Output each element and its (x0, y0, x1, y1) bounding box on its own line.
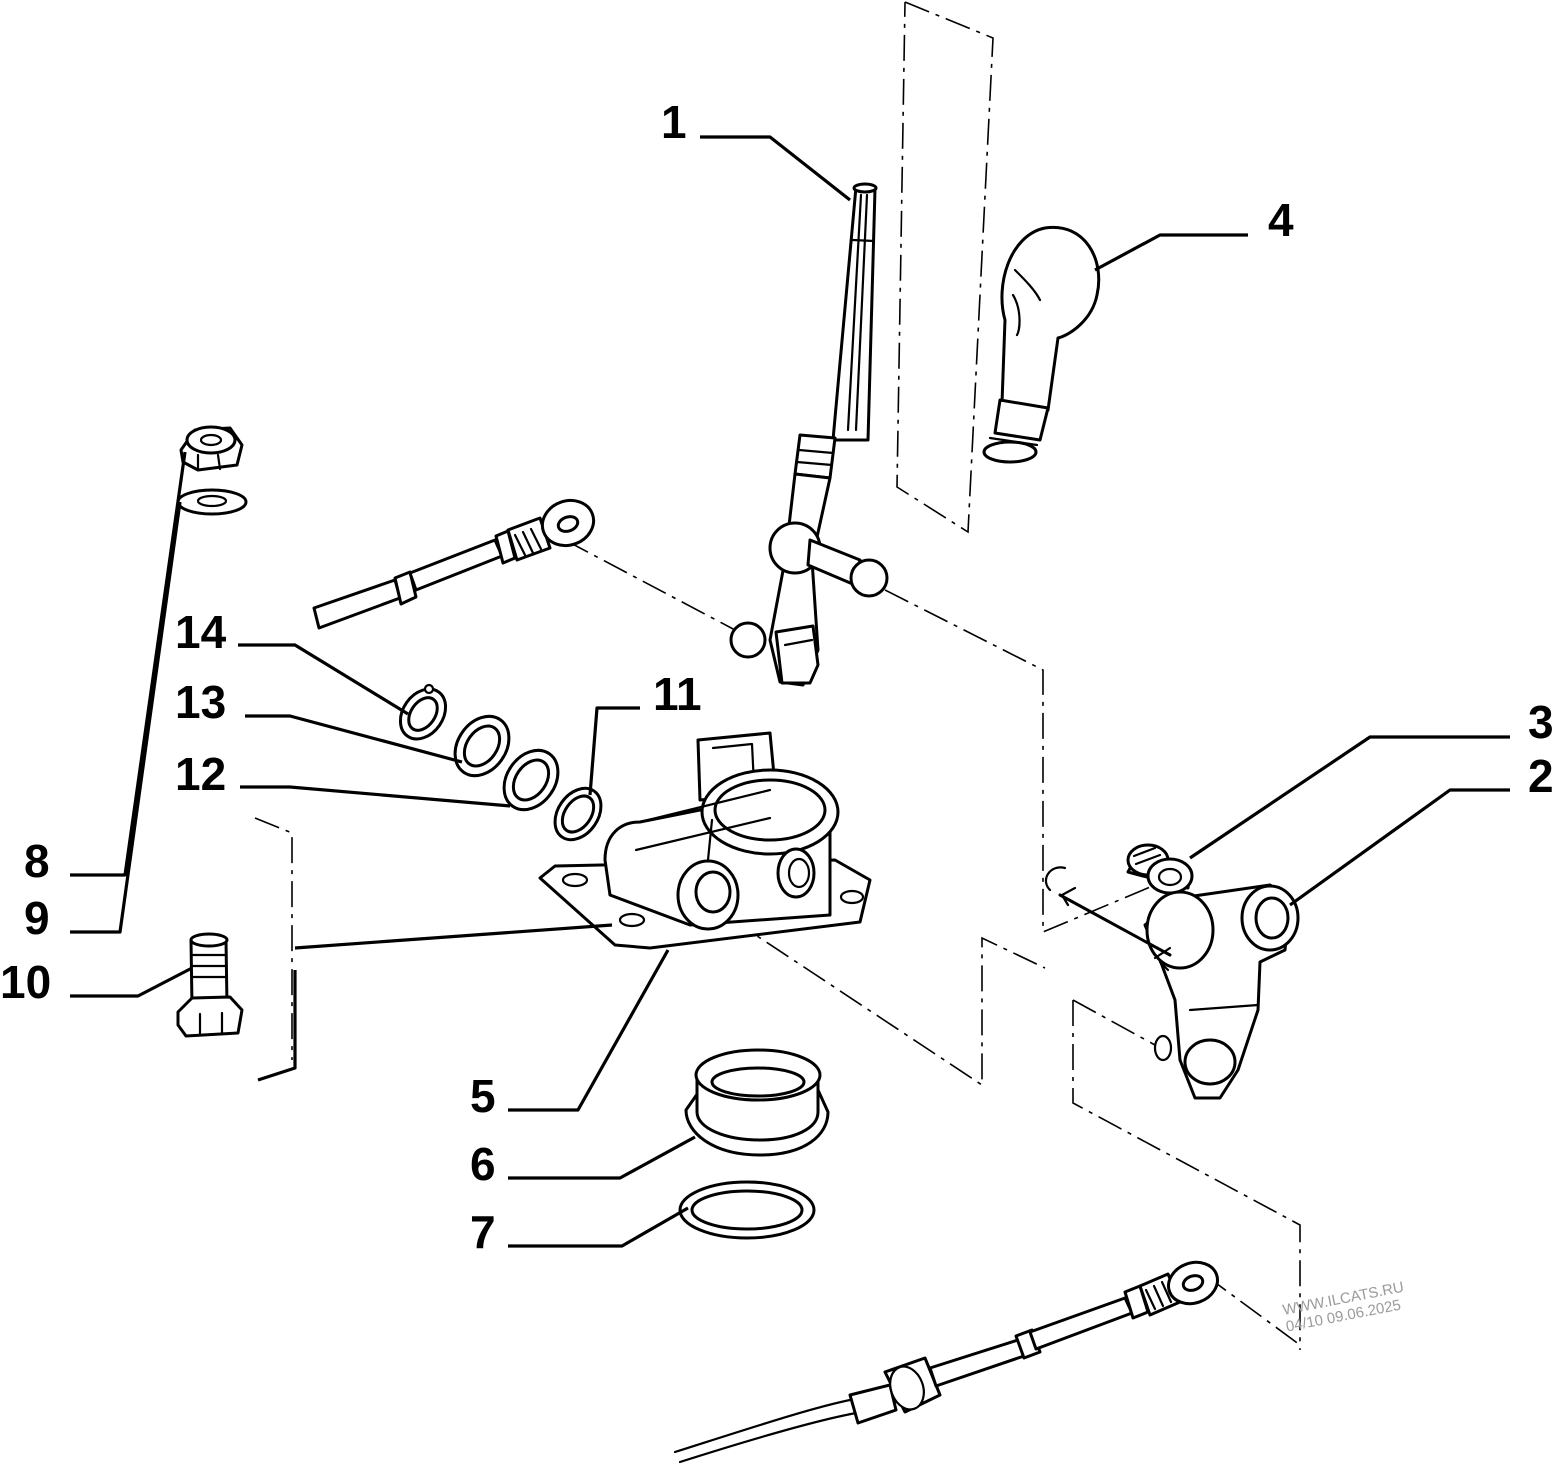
shift-cable-upper (312, 498, 596, 630)
selector-lever (1044, 866, 1300, 1100)
washer-12 (502, 748, 560, 812)
callout-4: 4 (1268, 194, 1294, 246)
callout-11: 11 (653, 668, 702, 720)
callout-3: 3 (1528, 696, 1554, 748)
callout-7: 7 (470, 1206, 496, 1258)
selector-bush (1126, 843, 1194, 895)
callout-13: 13 (175, 676, 226, 728)
callout-5: 5 (470, 1070, 496, 1122)
assembly-guide-lines (254, 1, 1301, 1350)
bolt (176, 932, 244, 1038)
circlip-11 (553, 786, 603, 842)
callout-9: 9 (24, 892, 50, 944)
callout-6: 6 (470, 1138, 496, 1190)
callout-8: 8 (24, 835, 50, 887)
callout-12: 12 (175, 748, 226, 800)
leader-lines (70, 135, 1510, 1248)
callout-1: 1 (661, 96, 687, 148)
callout-labels: 1 4 3 2 11 14 13 12 8 9 10 5 6 7 (0, 96, 1554, 1258)
lever-housing (538, 731, 872, 950)
gear-lever (729, 182, 889, 687)
nut (179, 425, 244, 472)
callout-14: 14 (175, 606, 227, 658)
shift-cable-lower (673, 1260, 1219, 1464)
circlip-upper (398, 683, 448, 741)
flat-washer (176, 488, 248, 516)
watermark: WWW.ILCATS.RU 04/10 09.06.2025 (1281, 1279, 1405, 1336)
gear-knob (982, 225, 1101, 464)
callout-10: 10 (0, 956, 51, 1008)
callout-2: 2 (1528, 750, 1554, 802)
bushing (684, 1048, 830, 1157)
o-ring (678, 1180, 816, 1240)
washer-13 (453, 714, 511, 778)
